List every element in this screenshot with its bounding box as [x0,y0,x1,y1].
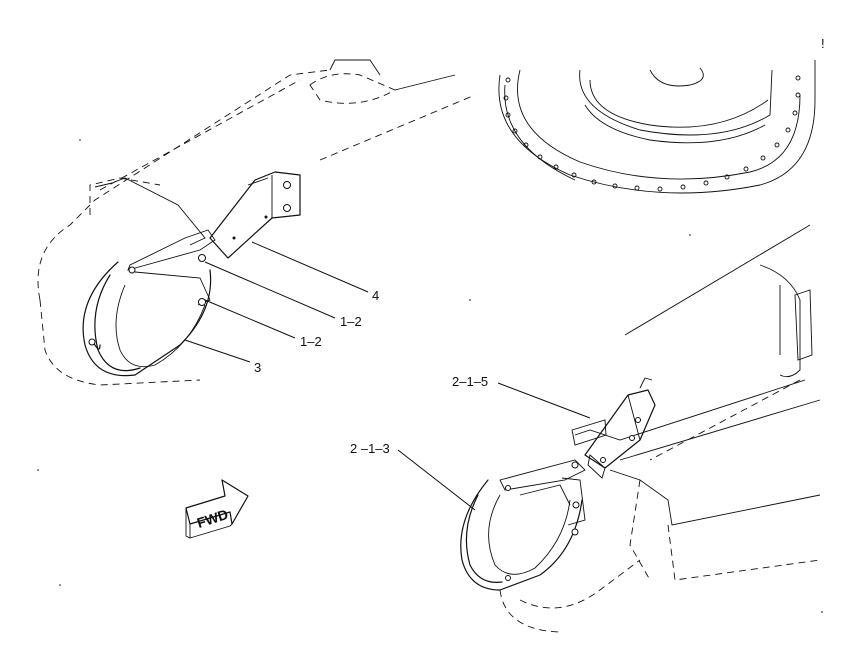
callout-1-2-upper: 1–2 [340,314,362,329]
right-idler-guard [460,459,586,591]
leader-lines [184,241,591,511]
right-guard-bracket [571,377,656,479]
corner-mark: ! [821,36,825,51]
forward-direction-arrow: FWD [185,479,249,539]
drawing-specks [37,139,823,613]
callout-4: 4 [372,288,379,303]
callout-3: 3 [254,360,261,375]
callout-1-2-lower: 1–2 [300,334,322,349]
left-guard-bracket [209,171,301,259]
callout-labels: 4 1–2 1–2 3 2–1–5 2 –1–3 [254,288,488,456]
right-track-frame [499,224,821,633]
ring-bolt-holes [503,75,801,192]
left-track-frame [37,59,476,386]
callout-2-1-5: 2–1–5 [452,374,488,389]
swing-circle [498,60,816,194]
left-idler-guard [82,229,216,377]
callout-2-1-3: 2 –1–3 [350,441,390,456]
